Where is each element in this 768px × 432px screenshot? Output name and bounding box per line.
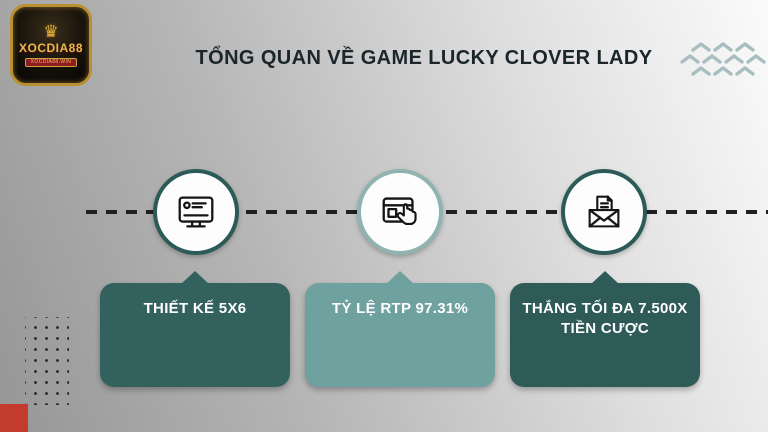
timeline-node-rtp (357, 169, 443, 255)
monitor-form-icon (178, 196, 214, 228)
brand-logo: ♛ XOCDIA88 XOCDIA88.WIN (10, 4, 92, 86)
feature-card-rtp: TỶ LỆ RTP 97.31% (305, 271, 495, 387)
brand-banner: XOCDIA88.WIN (24, 57, 78, 67)
timeline-node-maxwin (561, 169, 647, 255)
feature-card-label: THẮNG TỐI ĐA 7.500X TIỀN CƯỢC (522, 300, 688, 338)
red-accent-square (0, 404, 28, 432)
chevron-waves-icon (680, 42, 766, 76)
feature-card-label: TỶ LỆ RTP 97.31% (331, 300, 469, 317)
browser-click-icon (382, 197, 417, 226)
page-title: TỔNG QUAN VỀ GAME LUCKY CLOVER LADY (195, 47, 653, 69)
feature-card-maxwin: THẮNG TỐI ĐA 7.500X TIỀN CƯỢC (510, 271, 700, 387)
feature-card-label: THIẾT KẾ 5X6 (143, 300, 247, 317)
dots-pattern (25, 317, 69, 405)
envelope-letter-icon (588, 195, 620, 228)
feature-card-design: THIẾT KẾ 5X6 (100, 271, 290, 387)
crown-icon: ♛ (43, 21, 59, 41)
timeline-node-design (153, 169, 239, 255)
brand-name: XOCDIA88 (18, 40, 84, 55)
